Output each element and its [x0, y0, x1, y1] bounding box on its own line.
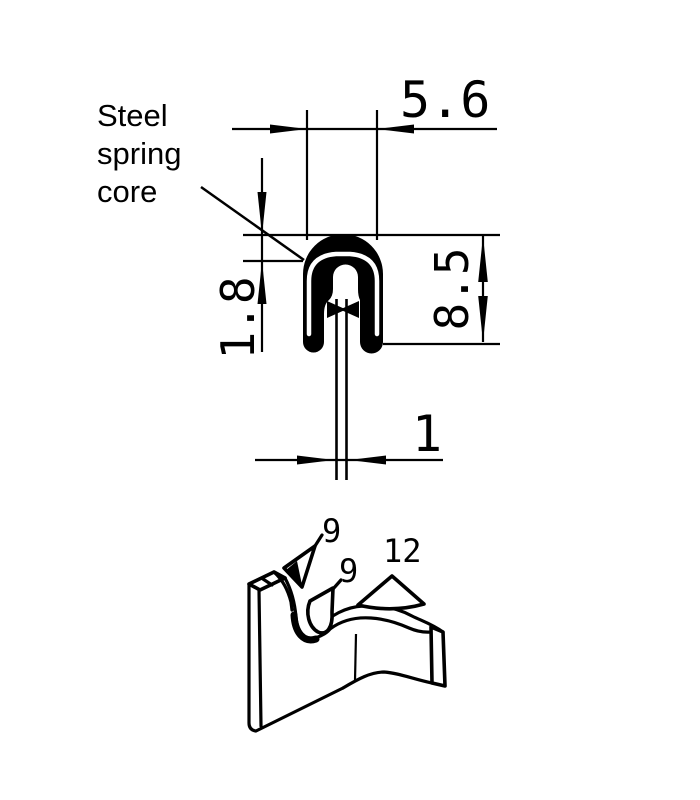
leader-line [200, 185, 305, 262]
arrowhead-up-icon [478, 236, 488, 282]
face-fold-line [353, 633, 358, 682]
tab-3-label: 12 [383, 532, 422, 570]
cross-section-view: 5.6 1.8 8.5 1 [97, 71, 500, 480]
dimension-core-offset: 1.8 [211, 158, 267, 360]
lanced-tab-1-shadow [286, 561, 302, 585]
valley-back-curve [272, 570, 294, 612]
isometric-view: 9 9 12 [247, 512, 447, 733]
lanced-tab-3 [356, 574, 426, 611]
lanced-tab-2 [306, 586, 335, 635]
label-line-1: Steel [97, 98, 168, 133]
label-line-3: core [97, 174, 157, 209]
arrowhead-up-icon [257, 261, 267, 304]
valley-thick-fold [290, 611, 320, 644]
bottom-edge-wave [341, 670, 434, 690]
arrowhead-left-icon [270, 124, 307, 134]
label-line-2: spring [97, 136, 181, 171]
trim-profile-body [303, 234, 383, 354]
arrowhead-right-icon [349, 455, 386, 465]
tab-1-leader [313, 533, 324, 548]
arrowhead-right-icon [377, 124, 414, 134]
tab-2-label: 9 [339, 552, 358, 590]
steel-spring-core-label: Steel spring core [97, 98, 181, 209]
lanced-tab-1 [282, 544, 317, 589]
end-thickness-face [429, 625, 447, 688]
arrowhead-down-icon [257, 192, 267, 235]
tab-2-leader [331, 578, 343, 591]
plate-top-face-divider [261, 577, 274, 587]
steel-spring-core-line [306, 251, 380, 337]
dimension-text-width: 5.6 [400, 71, 490, 129]
grip-lip-right [340, 301, 359, 318]
arrowhead-left-icon [297, 455, 334, 465]
top-edge-front-wave [328, 616, 433, 634]
arrowhead-down-icon [478, 296, 488, 342]
dimension-profile-height: 8.5 [425, 236, 488, 342]
plate-inner-edge [257, 588, 263, 728]
dimension-flange-thickness: 1 [255, 405, 443, 465]
dimension-profile-width: 5.6 [232, 71, 497, 134]
dimension-text-core-offset: 1.8 [211, 276, 265, 359]
plate-outer-edge [247, 582, 345, 733]
dimension-text-height: 8.5 [425, 247, 479, 330]
tab-1-label: 9 [322, 512, 341, 550]
dimension-text-flange: 1 [412, 405, 442, 463]
